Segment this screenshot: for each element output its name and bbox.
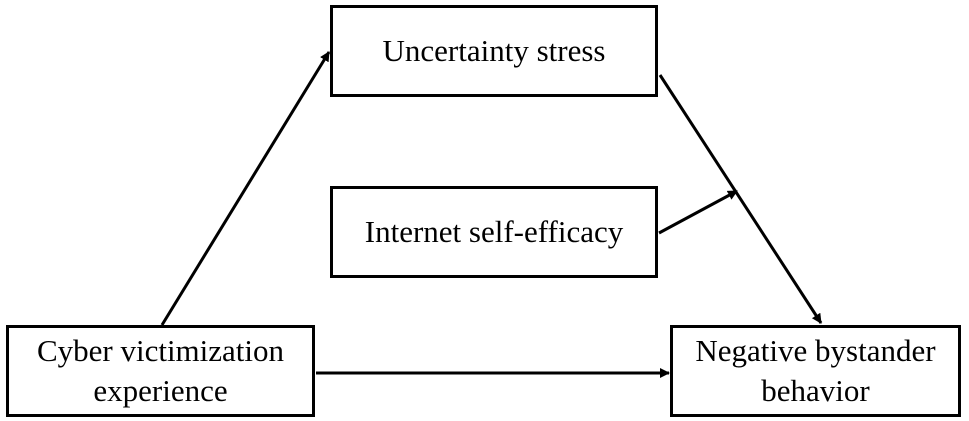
node-internet-self-efficacy-label: Internet self-efficacy — [364, 213, 624, 249]
node-cyber-victimization-line1: Cyber victimization — [36, 332, 285, 368]
node-cyber-victimization-experience: Cyber victimization experience — [6, 325, 315, 417]
node-negative-bystander-behavior: Negative bystander behavior — [670, 325, 961, 417]
node-uncertainty-stress-label: Uncertainty stress — [382, 32, 606, 68]
node-internet-self-efficacy: Internet self-efficacy — [330, 186, 658, 278]
node-negative-bystander-line1: Negative bystander — [695, 332, 936, 368]
node-cyber-victimization-text: Cyber victimization experience — [37, 331, 284, 412]
node-negative-bystander-line2: behavior — [761, 373, 870, 408]
node-negative-bystander-text: Negative bystander behavior — [695, 331, 935, 412]
arrow-uncertainty-to-negative — [658, 74, 823, 324]
arrow-cyber-to-uncertainty — [160, 51, 331, 326]
node-uncertainty-stress: Uncertainty stress — [330, 5, 658, 97]
node-cyber-victimization-line2: experience — [93, 373, 228, 408]
arrow-efficacy-to-path — [658, 189, 738, 235]
